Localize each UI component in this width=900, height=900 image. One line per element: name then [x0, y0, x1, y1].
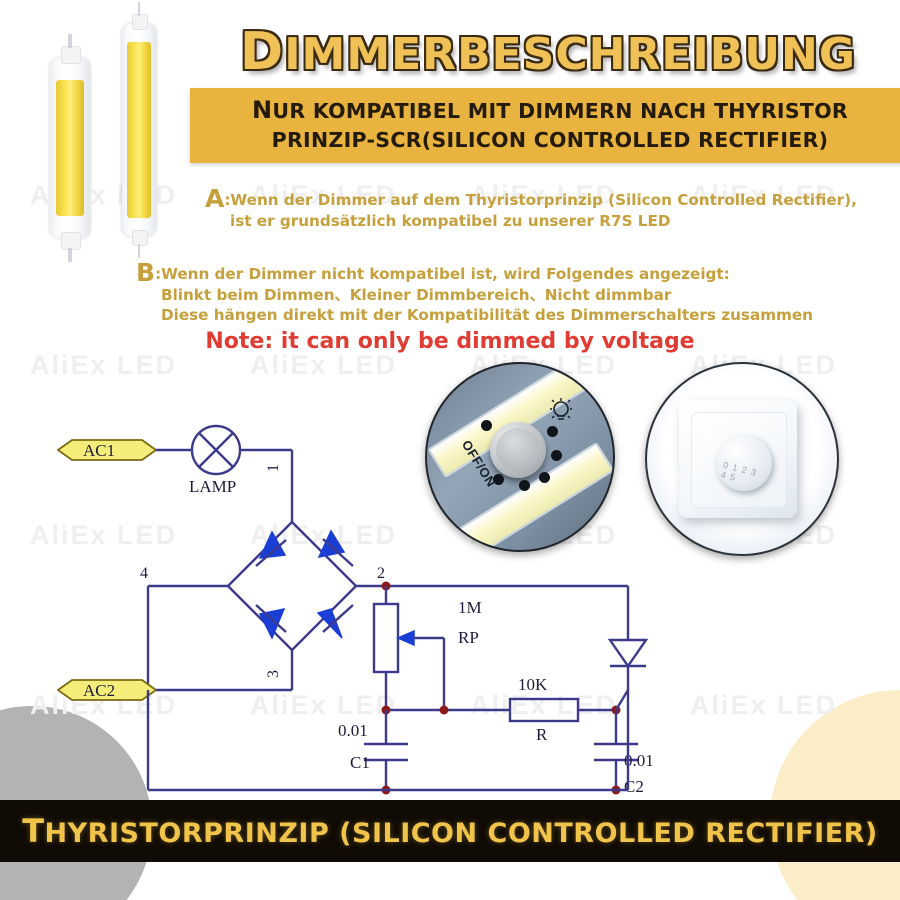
- resistor-r: 10K R: [508, 675, 616, 744]
- node-label-2: 2: [377, 565, 385, 582]
- watermark: AliEx LED: [30, 350, 178, 380]
- subtitle-line-1-cap: N: [252, 96, 273, 124]
- paragraph-b-letter: B: [136, 258, 156, 287]
- watermark: AliEx LED: [690, 690, 838, 720]
- capacitor-c1: 0.01 C1: [338, 710, 408, 790]
- screw-dot: [547, 426, 558, 437]
- r-value-label: 10K: [518, 675, 548, 694]
- title-rest: IMMERBESCHREIBUNG: [284, 29, 856, 80]
- terminal-ac2: AC2: [56, 679, 158, 701]
- node-label-1: 1: [265, 464, 282, 472]
- rotary-knob: [716, 435, 772, 491]
- node-label-4: 4: [140, 565, 148, 582]
- footer-text: THYRISTORPRINZIP (SILICON CONTROLLED REC…: [22, 812, 878, 850]
- subtitle-line-1-text: UR KOMPATIBEL MIT DIMMERN NACH THYRISTOR: [272, 99, 848, 123]
- r-ref-label: R: [536, 725, 548, 744]
- thyristor-scr: [607, 586, 649, 790]
- terminal-ac1-label: AC1: [83, 441, 115, 460]
- capacitor-c2: 0.01 C2: [594, 710, 654, 796]
- screw-dot: [519, 480, 530, 491]
- terminal-ac2-label: AC2: [83, 681, 115, 700]
- paragraph-b-line-3: Diese hängen direkt mit der Kompatibilit…: [161, 306, 813, 325]
- node-label-3: 3: [265, 670, 282, 678]
- decorative-cream-circle: [770, 690, 900, 900]
- title-first-letter: D: [240, 22, 285, 82]
- c2-value-label: 0.01: [624, 751, 654, 770]
- subtitle-line-2: PRINZIP-SCR(SILICON CONTROLLED RECTIFIER…: [271, 127, 829, 152]
- page-title: DIMMERBESCHREIBUNG: [210, 22, 886, 82]
- paragraph-b: B:Wenn der Dimmer nicht kompatibel ist, …: [136, 260, 896, 325]
- screw-dot: [481, 420, 492, 431]
- r7s-bulb-short: [50, 34, 90, 262]
- lamp-symbol: LAMP: [189, 424, 242, 496]
- subtitle-banner: NUR KOMPATIBEL MIT DIMMERN NACH THYRISTO…: [190, 88, 900, 163]
- note-text: Note: it can only be dimmed by voltage: [205, 329, 695, 354]
- screw-dot: [539, 472, 550, 483]
- footer-first-letter: T: [22, 812, 45, 850]
- dimmer-knob: [490, 422, 546, 478]
- paragraph-a-line-2: ist er grundsätzlich kompatibel zu unser…: [230, 212, 671, 230]
- led-module-dimmer-photo: OFF/ON: [425, 362, 615, 552]
- wall-dimmer-switch-photo: 0 1 2 3 4 5: [645, 362, 839, 556]
- watermark: AliEx LED: [470, 180, 618, 210]
- circuit-schematic: .w{stroke:#3d3a8c;stroke-width:2.4;fill:…: [56, 424, 654, 796]
- paragraph-b-line-1: :Wenn der Dimmer nicht kompatibel ist, w…: [155, 265, 730, 283]
- terminal-ac1: AC1: [56, 439, 158, 461]
- subtitle-line-1: NUR KOMPATIBEL MIT DIMMERN NACH THYRISTO…: [200, 95, 900, 127]
- footer-rest: HYRISTORPRINZIP (SILICON CONTROLLED RECT…: [44, 818, 878, 849]
- paragraph-b-line-2: Blinkt beim Dimmen、Kleiner Dimmbereich、N…: [161, 286, 672, 304]
- r7s-led-bulbs-image: [28, 2, 198, 262]
- watermark: AliEx LED: [690, 180, 838, 210]
- potentiometer-rp: 1M RP: [372, 586, 482, 710]
- bridge-rectifier: [227, 521, 357, 651]
- watermark: AliEx LED: [30, 520, 178, 550]
- screw-dot: [493, 474, 504, 485]
- c1-value-label: 0.01: [338, 721, 368, 740]
- rp-ref-label: RP: [458, 628, 479, 647]
- watermark: AliEx LED: [250, 690, 398, 720]
- r7s-bulb-long: [122, 2, 156, 258]
- lightbulb-icon: [550, 398, 572, 420]
- rp-value-label: 1M: [458, 598, 482, 617]
- footer-banner: THYRISTORPRINZIP (SILICON CONTROLLED REC…: [0, 800, 900, 862]
- watermark: AliEx LED: [470, 690, 618, 720]
- paragraph-a: A:Wenn der Dimmer auf dem Thyristorprinz…: [205, 186, 895, 231]
- switch-plate: 0 1 2 3 4 5: [679, 400, 797, 518]
- c1-ref-label: C1: [350, 753, 370, 772]
- screw-dot: [551, 450, 562, 461]
- lamp-label: LAMP: [189, 477, 236, 496]
- watermark: AliEx LED: [250, 180, 398, 210]
- paragraph-a-letter: A: [205, 184, 225, 213]
- paragraph-a-line-1: :Wenn der Dimmer auf dem Thyristorprinzi…: [224, 191, 857, 209]
- watermark: AliEx LED: [250, 350, 398, 380]
